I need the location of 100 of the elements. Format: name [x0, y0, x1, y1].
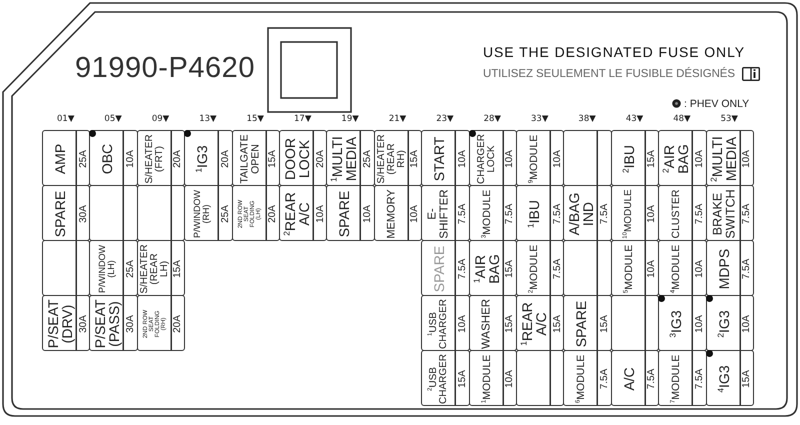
fuse-name: CLUSTER — [670, 189, 682, 238]
column-number: 09▼ — [152, 114, 170, 124]
fuse-slot — [516, 130, 564, 186]
fuse-slot — [610, 185, 660, 241]
fuse-slot — [563, 295, 612, 351]
fuse-name: OBC — [100, 143, 114, 174]
fuse-rating: 10A — [742, 150, 752, 168]
fuse-name: S/HEATER (REAR LH) — [140, 244, 170, 294]
dot-icon — [468, 130, 476, 137]
fuse-slot — [516, 295, 564, 351]
column-number: 01▼ — [57, 114, 74, 124]
fuse-slot — [279, 185, 328, 241]
column-number: 53▼ — [720, 114, 738, 124]
fuse-slot — [421, 240, 470, 296]
fuse-name: S/HEATER (FRT) — [144, 134, 165, 184]
fuse-slot — [89, 130, 138, 186]
fuse-slot — [89, 295, 138, 351]
fuse-slot — [136, 295, 186, 351]
fuse-slot — [468, 295, 517, 351]
legend-text: : PHEV ONLY — [684, 98, 750, 110]
fuse-slot — [516, 185, 564, 241]
fuse-slot — [706, 350, 754, 406]
column-number: 38▼ — [578, 114, 596, 124]
fuse-name: MEMORY — [386, 188, 398, 238]
fuse-rating: 10A — [694, 150, 705, 168]
fuse-name: AMP — [53, 143, 67, 174]
fuse-rating: 7.5A — [600, 368, 610, 389]
fuse-name: SPARE — [53, 190, 67, 237]
fuse-rating: 10A — [552, 150, 563, 168]
fuse-rating: 7.5A — [505, 203, 516, 224]
fuse-rating: 10A — [694, 314, 705, 332]
fuse-slot — [421, 185, 470, 241]
fuse-rating: 10A — [458, 150, 468, 168]
column-number: 19▼ — [341, 114, 359, 124]
fuse-slot — [136, 240, 186, 296]
fuse-name: A/C — [622, 366, 636, 390]
fuse-name: CHARGER LOCK — [476, 134, 497, 184]
fuse-slot — [610, 130, 660, 186]
fuse-rating: 30A — [78, 204, 89, 222]
dot-icon — [706, 350, 713, 357]
fuse-slot — [42, 130, 90, 186]
fuse-slot — [89, 185, 138, 241]
column-number: 15▼ — [246, 114, 264, 124]
fuse-rating: 10A — [647, 204, 658, 222]
fuse-rating: 15A — [458, 370, 468, 388]
fuse-name: A/BAG IND — [567, 192, 596, 235]
fuse-name: BRAKE SWITCH — [711, 188, 736, 238]
fuse-rating: 7.5A — [694, 368, 705, 389]
fuse-slot — [42, 185, 90, 241]
fuse-slot — [563, 350, 612, 406]
dot-icon — [184, 130, 192, 137]
fuse-name: TAILGATE OPEN — [239, 134, 260, 184]
fuse-rating: 15A — [173, 260, 184, 278]
fuse-name: DOOR LOCK — [283, 138, 311, 180]
fuse-slot — [136, 185, 186, 241]
fuse-slot — [610, 350, 660, 406]
fuse-slot — [516, 350, 564, 406]
fuse-slot — [421, 130, 470, 186]
fuse-slot — [279, 130, 328, 186]
fuse-slot — [184, 130, 233, 186]
fuse-rating: 10A — [505, 150, 516, 168]
fuse-rating: 10A — [505, 370, 516, 388]
fuse-rating: 10A — [458, 314, 468, 332]
fuse-rating: 7.5A — [742, 258, 752, 279]
fuse-rating: 10A — [363, 204, 374, 222]
fuse-name: MDPS — [716, 248, 731, 289]
column-number: 13▼ — [199, 114, 217, 124]
fuse-rating: 30A — [78, 314, 89, 332]
fuse-name: P/SEAT (DRV) — [46, 299, 74, 348]
fuse-rating: 15A — [647, 150, 658, 168]
fuse-rating: 10A — [410, 204, 420, 222]
column-number: 17▼ — [294, 114, 312, 124]
fuse-rating: 7.5A — [458, 258, 468, 279]
fuse-rating: 7.5A — [552, 258, 563, 279]
fuse-rating: 20A — [173, 150, 184, 168]
column-number: 28▼ — [484, 114, 501, 124]
fuse-slot — [468, 350, 517, 406]
fuse-rating: 15A — [552, 314, 563, 332]
fuse-slot — [421, 295, 470, 351]
fuse-slot — [658, 130, 707, 186]
fuse-slot — [610, 240, 660, 296]
notice-text: UTILISEZ SEULEMENT LE FUSIBLE DÉSIGNÉS — [483, 68, 735, 80]
notice-text: USE THE DESIGNATED FUSE ONLY — [483, 44, 745, 60]
fuse-slot — [374, 130, 422, 186]
column-number: 48▼ — [673, 114, 691, 124]
fuse-name: SPARE — [432, 245, 446, 292]
fuse-rating: 15A — [742, 370, 752, 388]
fuse-rating: 7.5A — [458, 203, 468, 224]
fuse-slot — [468, 185, 517, 241]
fuse-slot — [374, 185, 422, 241]
fuse-slot — [563, 185, 612, 241]
fuse-slot — [706, 295, 754, 351]
fuse-name: P/WINDOW (RH) — [193, 190, 212, 238]
fuse-slot — [610, 295, 660, 351]
fuse-slot — [326, 185, 375, 241]
fuse-rating: 10A — [694, 260, 705, 278]
fuse-rating: 20A — [220, 150, 231, 168]
fuse-rating: 25A — [78, 150, 89, 168]
column-number: 05▼ — [104, 114, 122, 124]
fuse-slot — [706, 130, 754, 186]
